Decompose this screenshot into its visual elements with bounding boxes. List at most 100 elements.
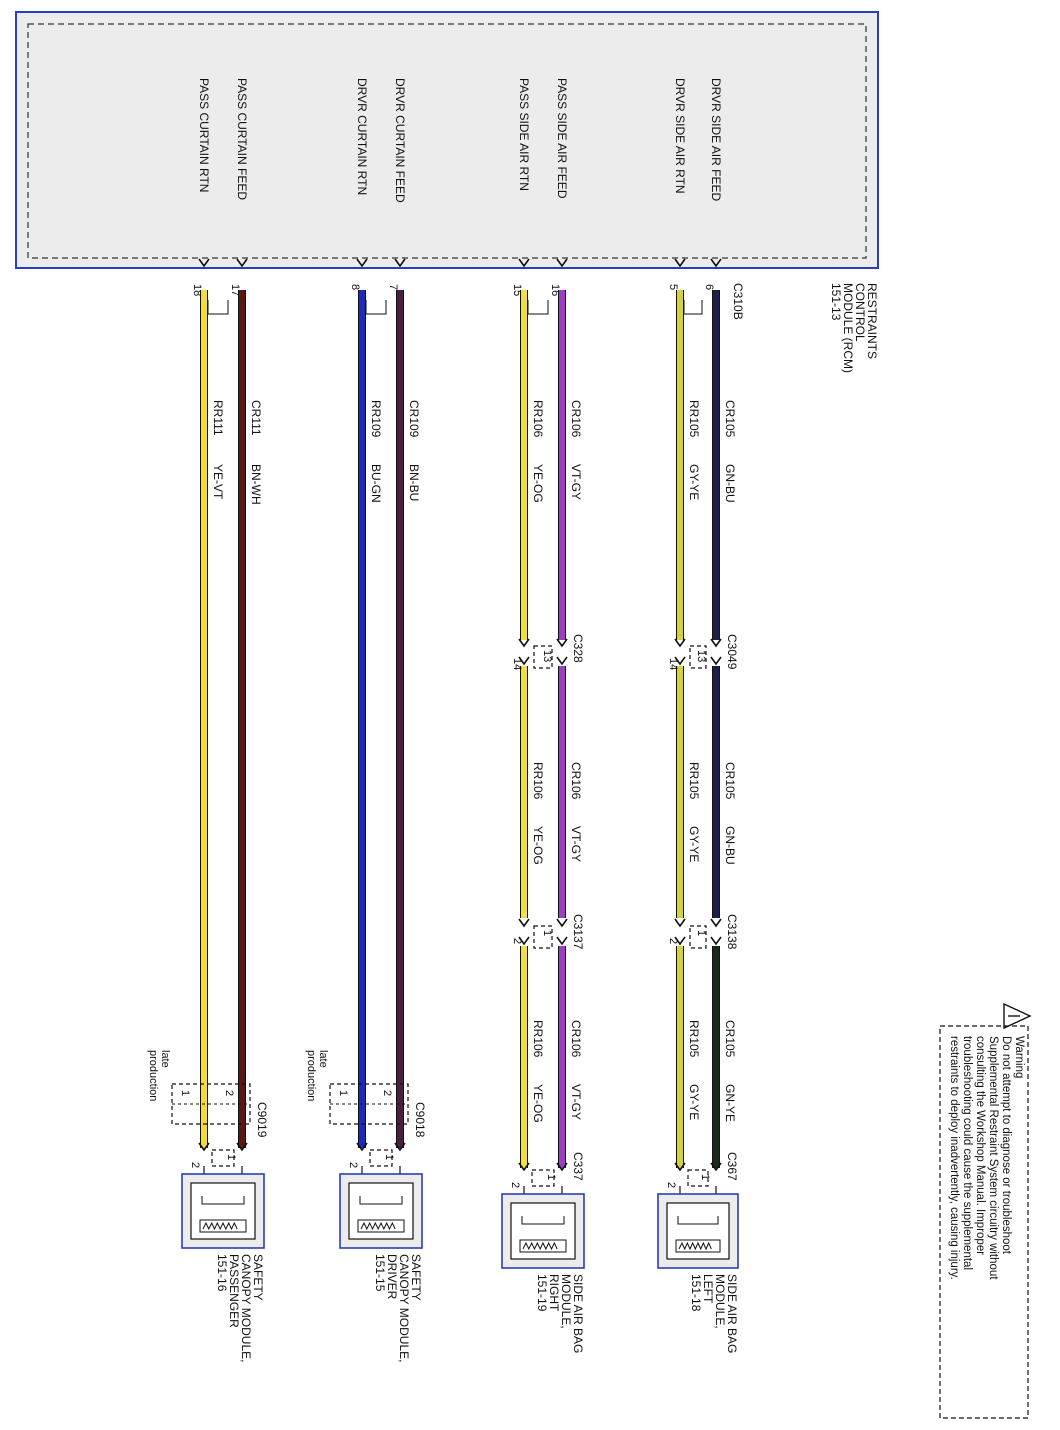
safety-canopy-driver-label-3: 151-15 [373,1254,387,1292]
connector-c3138-pin-b: 2 [667,938,679,944]
connector-c3138-chevron-b-top [674,918,686,928]
safety-canopy-driver-igniter-zigzag [360,1221,396,1231]
connector-c9018-note-0: late [317,1050,329,1068]
rcm-pin-chevron-1 [674,258,686,268]
safety-canopy-passenger-pin-a: 1 [225,1154,237,1160]
warning-line-1: Do not attempt to diagnose or troublesho… [1000,1036,1012,1255]
rcm-pin-label-6: PASS CURTAIN FEED [235,78,249,200]
side-air-bag-right-connector: C337 [571,1152,585,1181]
connector-c3137-chevron-b-top [518,918,530,928]
c3-seg1-number: CR106 [569,400,583,438]
connector-c9018-label: C9018 [413,1102,427,1138]
safety-canopy-passenger-label-2: PASSENGER [227,1254,241,1328]
c5-seg1-color: BN-BU [407,464,421,501]
connector-c9019-inner-pin-b: 1 [179,1090,191,1096]
safety-canopy-passenger-label-1: CANOPY MODULE, [239,1254,253,1362]
connector-c3049-chevron-b-bottom [674,656,686,666]
safety-canopy-driver-inner [348,1182,414,1240]
side-air-bag-right-igniter-zigzag [522,1241,558,1251]
warning-box [939,1025,1029,1419]
side-air-bag-right-igniter-icon [519,1239,567,1253]
connector-c3138-dashed-box [689,925,707,949]
c7-seg1-number: CR111 [249,400,263,436]
safety-canopy-driver-igniter-icon [357,1219,405,1233]
c3-seg3-color: VT-GY [569,1084,583,1120]
side-air-bag-left-bracket-icon [677,1216,719,1225]
connector-c3137-dashed-box [533,925,553,949]
safety-canopy-driver-label-2: DRIVER [385,1254,399,1300]
c2-seg1-number: RR105 [687,400,701,438]
connector-c9018-inner-pin-a: 2 [381,1090,393,1096]
side-air-bag-left-connector: C367 [725,1152,739,1181]
rcm-name-line-1: CONTROL [853,283,867,342]
side-air-bag-left-label-0: SIDE AIR BAG [725,1274,739,1353]
connector-c9018-inner-pin-b: 1 [337,1090,349,1096]
c4-seg2-color: YE-OG [531,826,545,865]
safety-canopy-driver-bracket-icon [359,1196,403,1205]
side-air-bag-right-chevron-a [556,1162,568,1172]
side-air-bag-right-bracket-icon [521,1216,565,1225]
c1-seg3-color: GN-YE [723,1084,737,1122]
safety-canopy-passenger-chevron-b [198,1142,210,1152]
rcm-pin-chevron-5 [356,258,368,268]
safety-canopy-driver-dashed-box [369,1149,393,1167]
rcm-pin-bracket-3 [207,300,229,315]
warning-triangle-icon [1003,1002,1032,1030]
connector-c3138-chevron-a-bottom [710,936,722,946]
c8-seg1-number: RR111 [211,400,225,436]
warning-line-2: Supplemental Restraint System circuitry … [987,1036,999,1280]
rcm-pin-label-0: DRVR SIDE AIR FEED [709,78,723,201]
connector-c9019-note-1: production [147,1050,159,1101]
c8-seg1-color: YE-VT [211,464,225,500]
side-air-bag-left-igniter-icon [675,1239,721,1253]
rcm-pin-label-3: PASS SIDE AIR RTN [517,78,531,191]
rcm-pin-0: 6 [703,284,715,290]
rcm-pin-label-5: DRVR CURTAIN RTN [355,78,369,195]
c4-seg1-number: RR106 [531,400,545,438]
side-air-bag-left-label-2: LEFT [701,1274,715,1304]
side-air-bag-right-dashed-box [531,1169,555,1187]
c7-seg1-color: BN-WH [249,464,263,505]
side-air-bag-left-label-3: 151-18 [689,1274,703,1312]
rcm-pin-bracket-2 [365,300,387,315]
connector-c3049-chevron-a-top [710,638,722,648]
side-air-bag-right-label-1: MODULE, [559,1274,573,1329]
rcm-module-dashed-outline [27,23,867,259]
c4-seg3-number: RR106 [531,1020,545,1058]
rcm-pin-1: 5 [667,284,679,290]
c1-seg3-number: CR105 [723,1020,737,1058]
connector-c3049-chevron-a-bottom [710,656,722,666]
connector-c3137-chevron-b-bottom [518,936,530,946]
connector-c328-pin-b: 14 [511,658,523,670]
side-air-bag-left-chevron-a [710,1162,722,1172]
connector-c9019-dashed-box [171,1083,251,1125]
connector-c9019-inner-pin-a: 2 [223,1090,235,1096]
safety-canopy-passenger-igniter-icon [199,1219,247,1233]
rcm-connector-label: C310B [731,283,745,320]
safety-canopy-driver-pin-b: 2 [347,1162,359,1168]
connector-c328-chevron-b-bottom [518,656,530,666]
connector-c3137-pin-a: 1 [541,930,553,936]
connector-c3137-chevron-a-bottom [556,936,568,946]
c3-seg3-number: CR106 [569,1020,583,1058]
rcm-pin-chevron-6 [236,258,248,268]
connector-c9018-dashed-box [329,1083,409,1125]
c4-seg2-number: RR106 [531,762,545,800]
safety-canopy-passenger-chevron-a [236,1142,248,1152]
rcm-pin-chevron-3 [518,258,530,268]
c1-seg2-color: GN-BU [723,826,737,865]
rcm-pin-5: 8 [349,284,361,290]
rcm-name-line-3: 151-13 [829,283,843,321]
rcm-name-line-0: RESTRAINTS [865,283,879,359]
rcm-pin-4: 7 [387,284,399,290]
safety-canopy-passenger-dashed-box [211,1149,235,1167]
rcm-pin-chevron-2 [556,258,568,268]
rcm-module-border [15,11,879,269]
rcm-pin-chevron-7 [198,258,210,268]
rcm-pin-label-4: DRVR CURTAIN FEED [393,78,407,203]
safety-canopy-passenger-label-3: 151-16 [215,1254,229,1292]
connector-c3138-label: C3138 [725,914,739,950]
warning-line-0: Warning [1013,1036,1025,1078]
c1-seg1-number: CR105 [723,400,737,438]
